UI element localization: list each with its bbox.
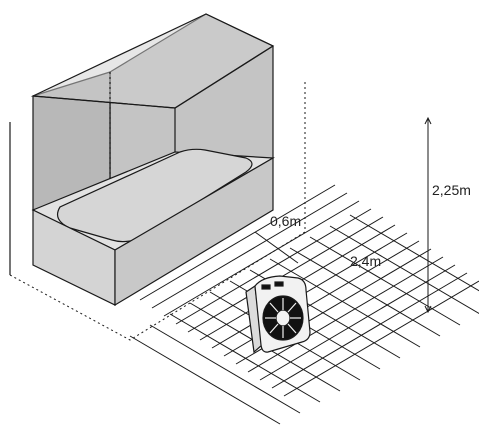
floor-grid-line — [139, 184, 336, 301]
floor-grid-line — [283, 280, 479, 397]
enclosure-edge — [32, 95, 176, 109]
heater-control-knob — [274, 281, 284, 287]
height-label: 2,25m — [432, 182, 471, 198]
floor-grid-line — [289, 247, 441, 337]
floor-grid-line — [269, 258, 421, 348]
bathtub-side — [114, 156, 274, 307]
floor-grid-line — [175, 208, 372, 325]
bath-clearance-label: 0,6m — [270, 213, 301, 229]
floor-grid-line — [329, 225, 479, 314]
height-dimension — [424, 116, 432, 314]
floor-grid-line — [149, 324, 301, 414]
arrow-up-icon — [424, 116, 432, 125]
floor-grid-line — [211, 232, 408, 349]
floor-grid-line — [247, 256, 444, 373]
bathtub-icon — [31, 148, 276, 307]
fan-blades — [265, 298, 301, 338]
zone-boundaries — [9, 82, 306, 341]
heater-control-knob — [261, 284, 271, 290]
fan-hub — [275, 309, 291, 327]
floor-grid-line — [129, 335, 281, 425]
floor-grid-line — [309, 236, 461, 326]
floor-grid-line — [271, 272, 468, 389]
floor-grid-line — [151, 192, 348, 309]
floor-distance-label: 2,4m — [350, 253, 381, 269]
clearance-dimension-line — [254, 231, 299, 264]
floor-grid-line — [349, 214, 479, 292]
fan-heater-icon — [245, 275, 311, 354]
enclosure-edge — [174, 45, 274, 109]
floor-grid-line — [169, 313, 321, 403]
floor-grid-line — [187, 216, 384, 333]
floor-grid-line — [259, 264, 456, 381]
zone-floor-outline — [9, 231, 306, 341]
arrow-down-icon — [424, 305, 432, 314]
